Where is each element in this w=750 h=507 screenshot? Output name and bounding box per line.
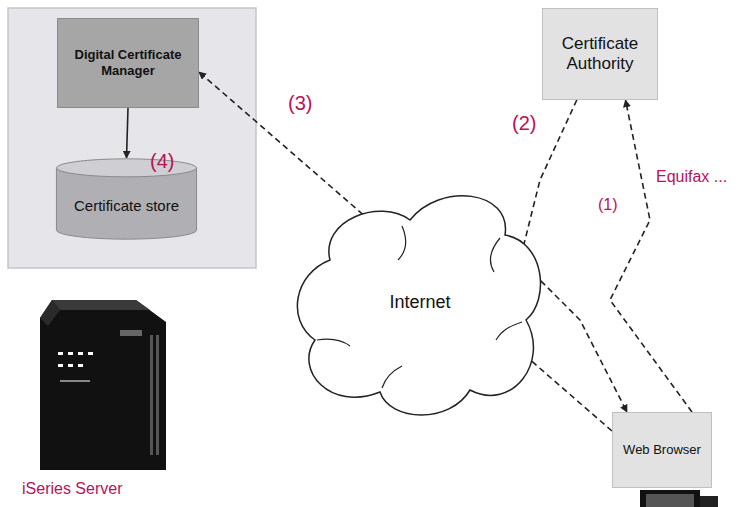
server-panel — [8, 8, 256, 268]
node-text: Certificate Authority — [551, 34, 649, 75]
pc-icon — [640, 490, 718, 507]
flow-connector — [199, 72, 612, 431]
authority-box: Certificate Authority — [542, 8, 658, 100]
internet-cloud: Internet — [290, 180, 550, 425]
node-text: Internet — [389, 292, 450, 314]
node-text: Certificate store — [74, 197, 179, 215]
callout-number: (1) — [598, 196, 618, 214]
node-text: Web Browser — [623, 442, 701, 458]
flow-connector — [520, 100, 627, 412]
callout-number: (4) — [150, 150, 174, 172]
node-text: Digital Certificate Manager — [66, 47, 190, 78]
callout-number: (3) — [288, 92, 312, 114]
vendor-note: Equifax ... — [656, 168, 727, 186]
manager-box: Digital Certificate Manager — [57, 18, 199, 108]
server-caption: iSeries Server — [22, 480, 122, 498]
flow-connector — [610, 100, 692, 412]
flow-connector — [127, 108, 129, 158]
server-icon — [40, 300, 166, 470]
database-cylinder: Certificate store — [55, 158, 198, 240]
browser-box: Web Browser — [612, 412, 712, 488]
callout-number: (2) — [512, 112, 536, 134]
